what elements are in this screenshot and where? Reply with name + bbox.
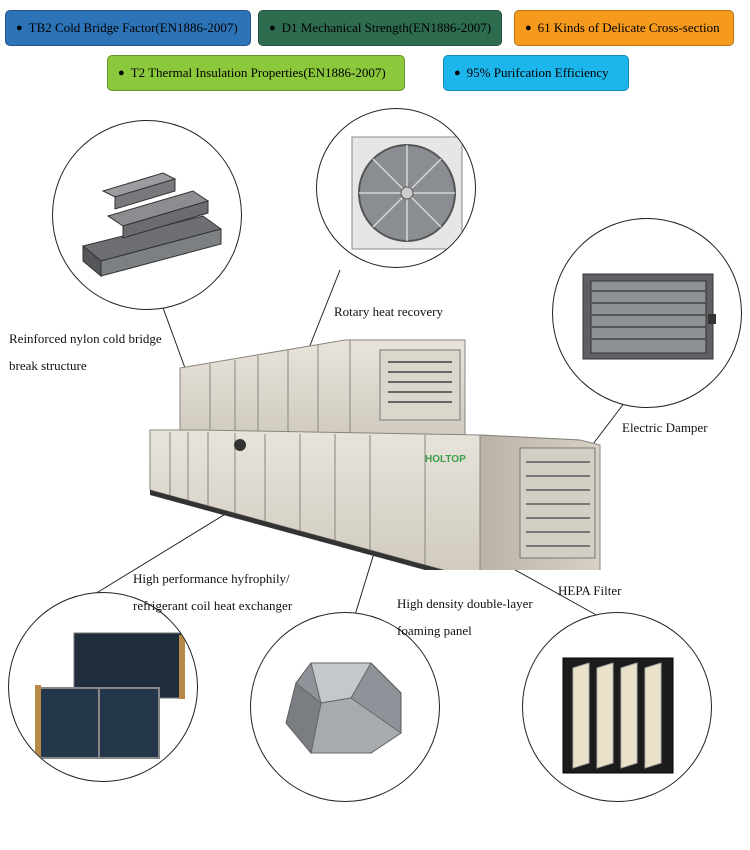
callout-nylon-profile: [52, 120, 242, 310]
callout-coil-heat-exchanger: [8, 592, 198, 782]
bullet-icon: ●: [454, 67, 461, 79]
label-line: High performance hyfrophily/: [133, 571, 290, 586]
callout-electric-damper: [552, 218, 742, 408]
badge-text: TB2 Cold Bridge Factor(EN1886-2007): [28, 20, 238, 35]
bullet-icon: ●: [269, 22, 276, 34]
label-foaming-panel: High density double-layer foaming panel: [397, 590, 533, 644]
bullet-icon: ●: [525, 22, 532, 34]
bullet-icon: ●: [118, 67, 125, 79]
label-line: refrigerant coil heat exchanger: [133, 598, 293, 613]
feature-badge-purification: ● 95% Purifcation Efficiency: [443, 55, 629, 91]
brand-logo-text: HOLTOP: [425, 454, 466, 465]
label-coil-heat-exchanger: High performance hyfrophily/ refrigerant…: [133, 565, 292, 619]
badge-text: D1 Mechanical Strength(EN1886-2007): [281, 20, 492, 35]
badge-text: 95% Purifcation Efficiency: [466, 65, 609, 80]
callout-rotary-wheel: [316, 108, 476, 268]
label-hepa-filter: HEPA Filter: [558, 583, 622, 598]
feature-badge-cold-bridge: ● TB2 Cold Bridge Factor(EN1886-2007): [5, 10, 251, 46]
label-line: Reinforced nylon cold bridge: [9, 331, 162, 346]
air-handling-unit-illustration: HOLTOP: [149, 339, 601, 570]
rotary-wheel-image: [351, 136, 463, 250]
callout-hepa-filter: [522, 612, 712, 802]
feature-badge-thermal-insulation: ● T2 Thermal Insulation Properties(EN188…: [107, 55, 405, 91]
callout-foaming-panel: [250, 612, 440, 802]
label-rotary-heat-recovery: Rotary heat recovery: [334, 304, 444, 319]
feature-badge-cross-section: ● 61 Kinds of Delicate Cross-section: [514, 10, 734, 46]
label-nylon-cold-bridge: Reinforced nylon cold bridge break struc…: [9, 325, 162, 379]
electric-damper-image: [582, 273, 716, 360]
badge-text: T2 Thermal Insulation Properties(EN1886-…: [130, 65, 386, 80]
foaming-panel-image: [285, 662, 402, 755]
hepa-filter-image: [562, 657, 674, 774]
label-line: High density double-layer: [397, 596, 533, 611]
bullet-icon: ●: [16, 22, 23, 34]
feature-badge-mechanical-strength: ● D1 Mechanical Strength(EN1886-2007): [258, 10, 502, 46]
label-line: break structure: [9, 358, 87, 373]
label-electric-damper: Electric Damper: [622, 420, 708, 435]
badge-text: 61 Kinds of Delicate Cross-section: [537, 20, 720, 35]
nylon-profile-image: [81, 172, 223, 278]
label-line: foaming panel: [397, 623, 472, 638]
coil-heat-exchanger-image: [35, 632, 185, 761]
